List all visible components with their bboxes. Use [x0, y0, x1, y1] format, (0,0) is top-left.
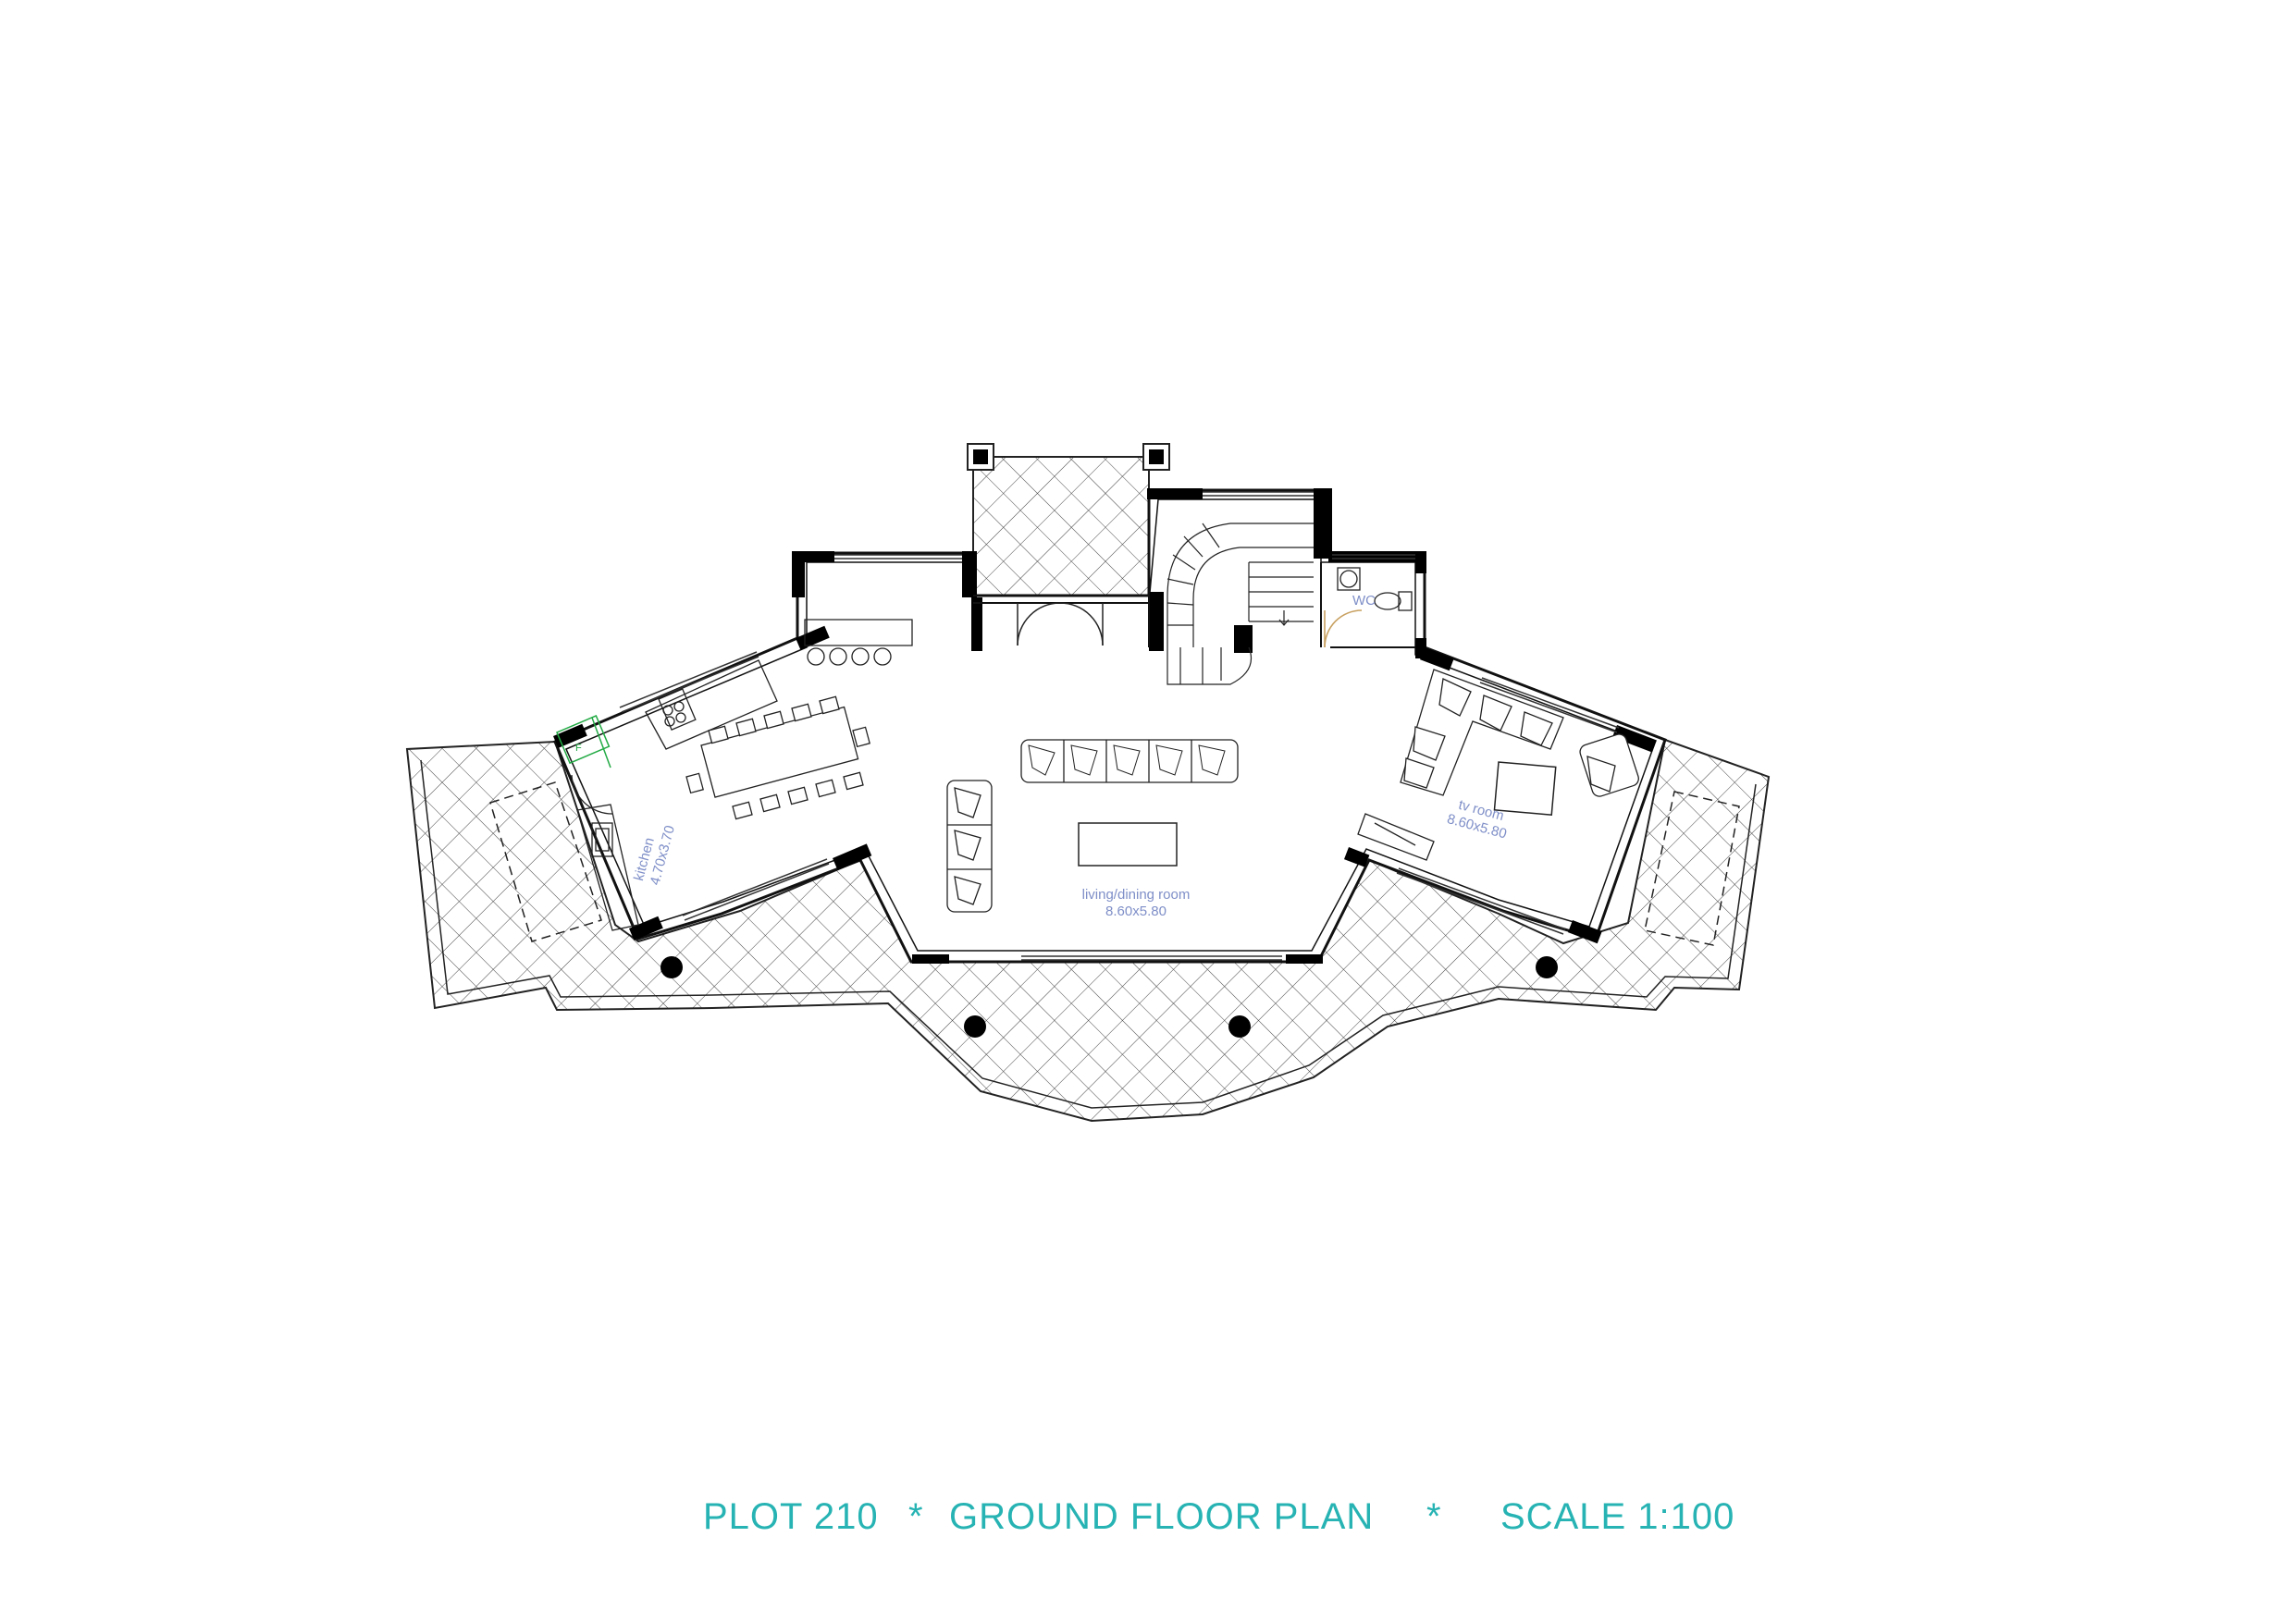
title-separator: *: [908, 1496, 924, 1537]
porch-pillar-core: [973, 449, 988, 464]
floor-name: GROUND FLOOR PLAN: [949, 1496, 1375, 1537]
coffee-table-living: [1078, 822, 1178, 867]
plot-number: PLOT 210: [703, 1496, 879, 1537]
terrace-column: [660, 956, 683, 978]
fridge: F: [556, 715, 611, 768]
staircase: [1167, 523, 1314, 685]
kitchen-door-swing: [571, 774, 613, 815]
wall-blocks: [553, 488, 1657, 964]
terrace-column: [1536, 956, 1558, 978]
bar-stools: [807, 647, 892, 666]
living-room-label: living/dining room: [1082, 887, 1191, 903]
tv-armchair: [1579, 733, 1639, 797]
scale-label: SCALE 1:100: [1500, 1496, 1735, 1537]
awning-right-outline: [1644, 791, 1740, 946]
entry-double-door: [1017, 602, 1104, 646]
kitchen-counter: [576, 619, 913, 931]
living-room-size-label: 8.60x5.80: [1105, 904, 1167, 919]
coffee-table-tv: [1493, 761, 1557, 817]
terrace-south-inner-edge: [420, 759, 1757, 1109]
tv-corner-sofa: [1400, 669, 1564, 796]
windows: [619, 491, 1620, 961]
wc-label: WC: [1352, 593, 1376, 609]
terrace-column: [964, 1015, 986, 1038]
terrace-column: [1228, 1015, 1251, 1038]
living-sofa-side: [946, 780, 993, 913]
awning-left-outline: [489, 781, 602, 942]
dining-table: [685, 695, 870, 820]
title-separator: *: [1426, 1496, 1442, 1537]
tv-unit: [1357, 813, 1435, 861]
wc-fixtures: [1337, 567, 1413, 611]
entrance-porch: [972, 456, 1150, 596]
plan-title-bar: PLOT 210 * GROUND FLOOR PLAN * SCALE 1:1…: [703, 1496, 1767, 1552]
porch-pillar-core: [1149, 449, 1164, 464]
svg-text:F: F: [575, 743, 582, 754]
living-sofa-cushions: [1028, 744, 1226, 776]
porch-pillar: [1142, 443, 1170, 471]
